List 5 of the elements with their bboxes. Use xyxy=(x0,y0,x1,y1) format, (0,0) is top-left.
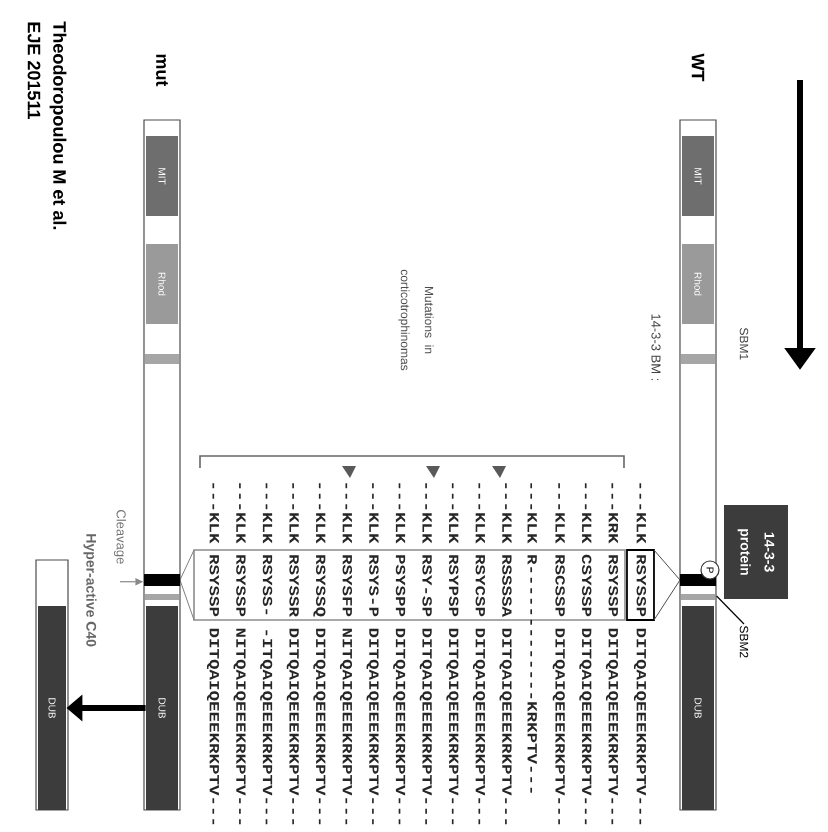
bar-label: WT xyxy=(691,53,705,82)
citation-text: EJE 201511 xyxy=(27,22,41,119)
citation-text: Theodoropoulou M et al. xyxy=(49,21,67,230)
leader-line xyxy=(716,595,745,625)
bar-label: mut xyxy=(156,54,168,87)
